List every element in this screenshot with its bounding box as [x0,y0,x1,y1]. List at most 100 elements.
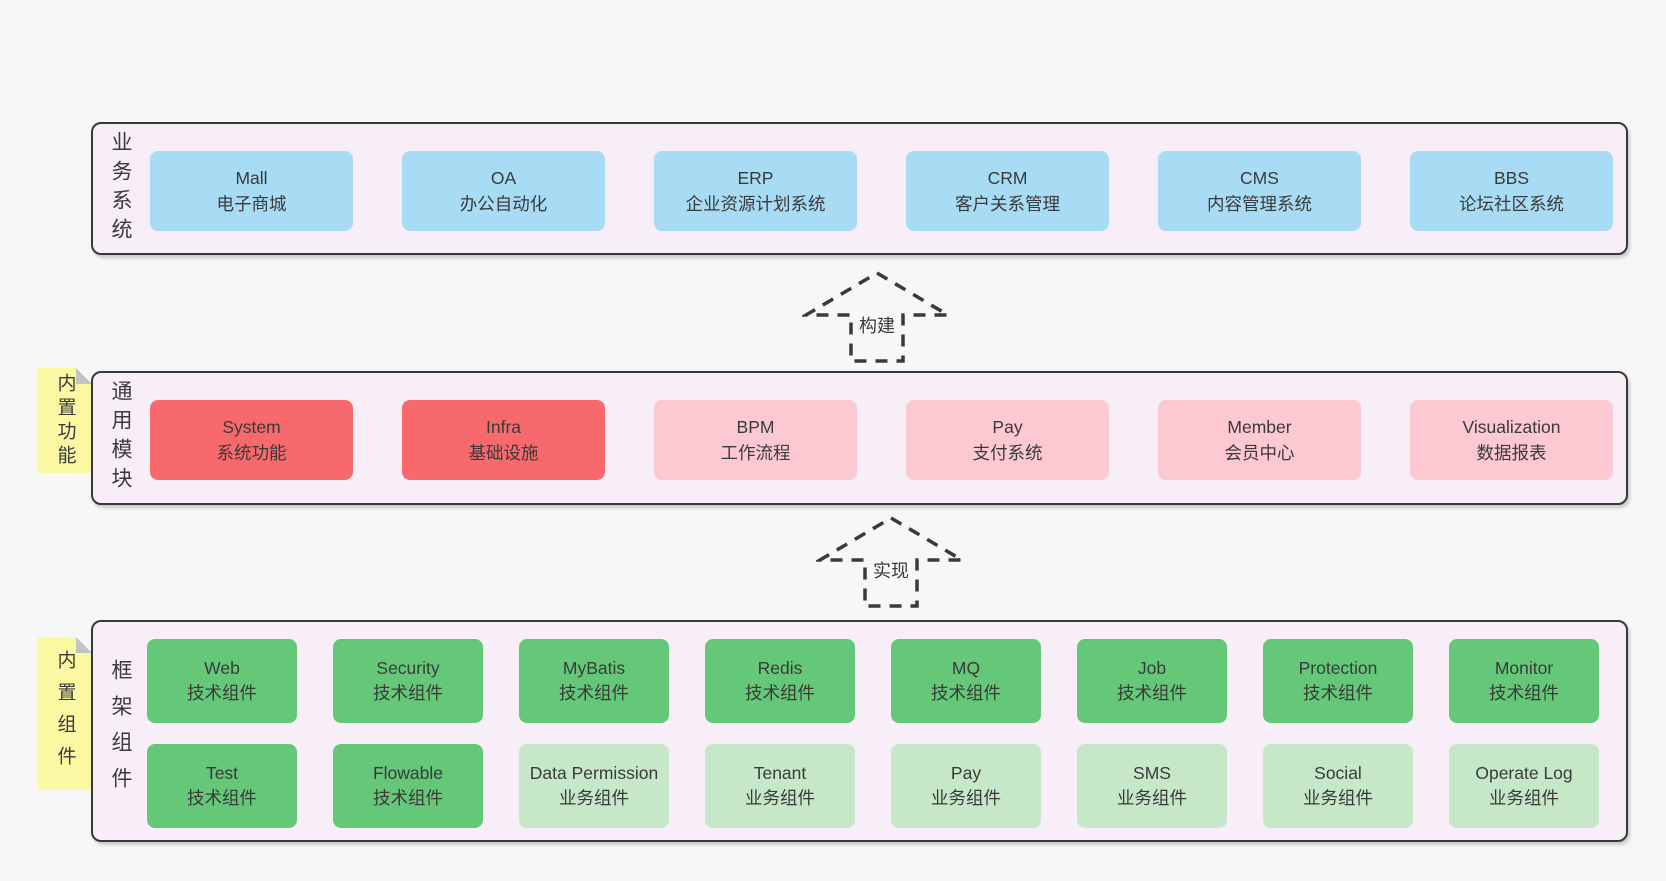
box-title: SMS [1133,763,1171,783]
box-redis: Redis 技术组件 [705,639,855,723]
box-subtitle: 业务组件 [559,788,629,808]
framework-components-row-1: Web 技术组件 Security 技术组件 MyBatis 技术组件 Redi… [147,639,1599,723]
box-crm: CRM 客户关系管理 [906,151,1109,231]
box-sms: SMS 业务组件 [1077,744,1227,828]
box-subtitle: 客户关系管理 [955,194,1060,214]
box-title: OA [490,168,517,188]
box-subtitle: 办公自动化 [459,194,548,214]
box-title: Web [204,658,240,678]
box-erp: ERP 企业资源计划系统 [654,151,857,231]
layer-common-modules-label: 通用模块 [109,380,132,496]
box-subtitle: 技术组件 [187,683,257,703]
box-test: Test 技术组件 [147,744,297,828]
box-mq: MQ 技术组件 [891,639,1041,723]
box-bbs: BBS 论坛社区系统 [1410,151,1613,231]
box-title: ERP [737,168,774,188]
box-title: Flowable [372,763,444,783]
box-monitor: Monitor 技术组件 [1449,639,1599,723]
box-title: Job [1137,658,1167,678]
box-operate-log: Operate Log 业务组件 [1449,744,1599,828]
arrow-up-icon [816,515,966,608]
sticky-built-in-features-label: 内置功能 [54,372,76,469]
box-subtitle: 技术组件 [187,788,257,808]
box-subtitle: 支付系统 [972,443,1043,463]
box-title: BBS [1493,168,1530,188]
box-flowable: Flowable 技术组件 [333,744,483,828]
box-bpm: BPM 工作流程 [654,400,857,480]
box-mall: Mall 电子商城 [150,151,353,231]
arrow-implement: 实现 [816,515,966,609]
box-subtitle: 技术组件 [373,683,443,703]
box-title: Data Permission [529,763,659,783]
box-title: Security [376,658,440,678]
box-subtitle: 业务组件 [931,788,1001,808]
box-infra: Infra 基础设施 [402,400,605,480]
box-subtitle: 技术组件 [373,788,443,808]
box-subtitle: 电子商城 [216,194,287,214]
box-title: Monitor [1494,658,1554,678]
arrow-build-label: 构建 [859,316,895,336]
common-modules-row: System 系统功能 Infra 基础设施 BPM 工作流程 Pay 支付系统… [150,400,1613,480]
box-title: Member [1227,417,1292,437]
box-subtitle: 企业资源计划系统 [685,194,826,214]
box-subtitle: 基础设施 [468,443,539,463]
box-title: Operate Log [1475,763,1573,783]
box-subtitle: 内容管理系统 [1207,194,1312,214]
box-mybatis: MyBatis 技术组件 [519,639,669,723]
layer-common-modules: 通用模块 System 系统功能 Infra 基础设施 BPM 工作流程 Pay… [91,371,1628,505]
box-title: BPM [736,417,775,437]
box-subtitle: 会员中心 [1224,443,1295,463]
box-subtitle: 业务组件 [745,788,815,808]
box-subtitle: 业务组件 [1489,788,1559,808]
box-subtitle: 技术组件 [1489,683,1559,703]
arrow-up-icon [802,270,952,363]
box-title: Test [205,763,239,783]
box-subtitle: 技术组件 [745,683,815,703]
box-title: CMS [1240,168,1279,188]
box-subtitle: 技术组件 [931,683,1001,703]
box-web: Web 技术组件 [147,639,297,723]
box-title: Pay [950,763,982,783]
sticky-built-in-components: 内置组件 [38,637,92,790]
box-job: Job 技术组件 [1077,639,1227,723]
box-pay-module: Pay 支付系统 [906,400,1109,480]
box-system: System 系统功能 [150,400,353,480]
box-subtitle: 系统功能 [216,443,287,463]
box-subtitle: 业务组件 [1303,788,1373,808]
framework-components-row-2: Test 技术组件 Flowable 技术组件 Data Permission … [147,744,1599,828]
arrow-implement-label: 实现 [873,561,909,581]
box-data-permission: Data Permission 业务组件 [519,744,669,828]
box-subtitle: 技术组件 [559,683,629,703]
box-title: Pay [992,417,1023,437]
box-title: Protection [1298,658,1378,678]
business-systems-row: Mall 电子商城 OA 办公自动化 ERP 企业资源计划系统 CRM 客户关系… [150,151,1613,231]
box-subtitle: 数据报表 [1476,443,1547,463]
layer-framework-components: 框架组件 Web 技术组件 Security 技术组件 MyBatis 技术组件… [91,620,1628,842]
layer-business-systems: 业务系统 Mall 电子商城 OA 办公自动化 ERP 企业资源计划系统 CRM… [91,122,1628,255]
box-tenant: Tenant 业务组件 [705,744,855,828]
box-title: MQ [951,658,981,678]
box-protection: Protection 技术组件 [1263,639,1413,723]
box-title: CRM [987,168,1028,188]
arrow-build: 构建 [802,270,952,364]
box-security: Security 技术组件 [333,639,483,723]
box-cms: CMS 内容管理系统 [1158,151,1361,231]
box-member: Member 会员中心 [1158,400,1361,480]
box-title: Infra [485,417,522,437]
layer-framework-components-label: 框架组件 [109,659,132,803]
box-title: Tenant [753,763,807,783]
box-title: Visualization [1462,417,1561,437]
box-title: System [222,417,281,437]
box-subtitle: 技术组件 [1303,683,1373,703]
box-pay-component: Pay 业务组件 [891,744,1041,828]
box-subtitle: 论坛社区系统 [1459,194,1564,214]
box-subtitle: 技术组件 [1117,683,1187,703]
box-social: Social 业务组件 [1263,744,1413,828]
sticky-built-in-components-label: 内置组件 [54,649,76,778]
layer-business-systems-label: 业务系统 [109,130,132,247]
box-title: Social [1314,763,1362,783]
box-title: Redis [757,658,803,678]
box-subtitle: 工作流程 [720,443,791,463]
box-subtitle: 业务组件 [1117,788,1187,808]
